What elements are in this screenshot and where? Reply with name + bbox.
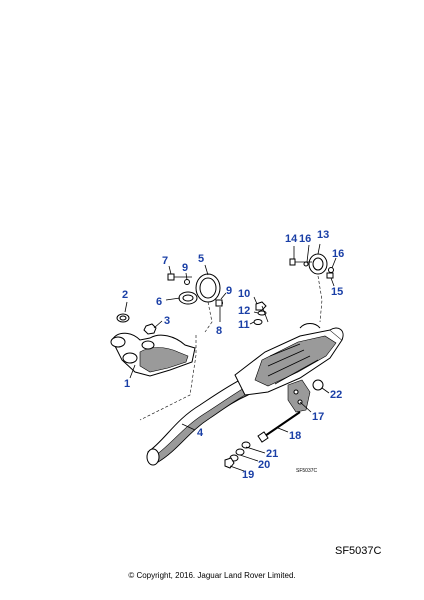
callout-13: 13 [317,229,329,241]
callout-20: 20 [258,459,270,471]
callout-17: 17 [312,411,324,423]
callout-19: 19 [242,469,254,481]
exhaust-clamp-rear [289,253,334,329]
callout-3: 3 [164,315,170,327]
mounting-bolt [257,411,301,443]
figure-ref-label: SF5037C [335,545,382,557]
callout-15: 15 [331,286,343,298]
manifold-nut [143,323,157,335]
callout-5: 5 [198,253,204,265]
front-exhaust-pipe [146,379,249,466]
callout-9-upper: 9 [182,262,188,274]
callout-21: 21 [266,448,278,460]
callout-14: 14 [285,233,298,245]
washer-nut-set [224,441,251,469]
figure-ref-small: SF5037C [296,468,318,474]
callout-16-left: 16 [299,233,311,245]
catalytic-converter [234,327,344,396]
mounting-bracket [287,379,311,413]
callout-8: 8 [216,325,222,337]
exhaust-manifold [110,332,197,421]
callout-12: 12 [238,305,250,317]
callout-11: 11 [238,319,250,331]
callout-4: 4 [197,427,204,439]
rubber-mount [312,379,324,391]
callout-6: 6 [156,296,162,308]
leader-lines [124,243,337,472]
callout-7: 7 [162,255,168,267]
callout-2: 2 [122,289,128,301]
callout-9-lower: 9 [226,285,232,297]
callout-1: 1 [124,378,130,390]
callout-10: 10 [238,288,250,300]
callout-18: 18 [289,430,301,442]
callout-16-right: 16 [332,248,344,260]
exhaust-clamp-front [167,273,223,333]
hanger-bolt-set [253,301,269,325]
copyright-notice: © Copyright, 2016. Jaguar Land Rover Lim… [128,571,296,580]
manifold-gasket [116,313,130,323]
callout-22: 22 [330,389,342,401]
